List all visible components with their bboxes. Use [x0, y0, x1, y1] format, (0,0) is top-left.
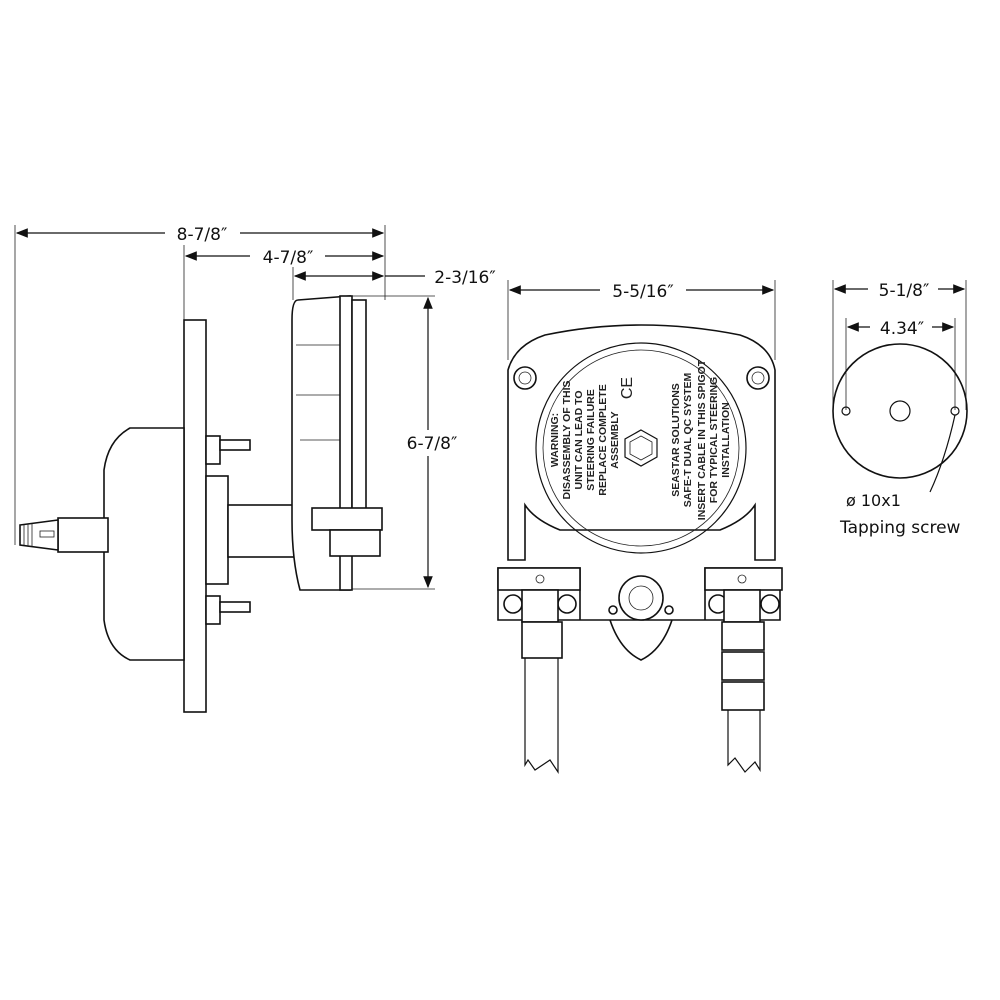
brand-line: SEASTAR SOLUTIONS — [670, 383, 682, 497]
warning-line: REPLACE COMPLETE — [597, 384, 609, 495]
screw-label: Tapping screw — [839, 518, 961, 538]
warning-line: UNIT CAN LEAD TO — [573, 391, 585, 490]
dim-cutout-holes: 4.34″ — [880, 319, 924, 339]
warning-line: STEERING FAILURE — [585, 389, 597, 491]
instruction-line: FOR TYPICAL STEERING — [708, 377, 720, 503]
warning-line: DISASSEMBLY OF THIS — [561, 380, 573, 499]
dim-panel-to-back: 4-7/8″ — [263, 248, 314, 268]
brand-label: SEASTAR SOLUTIONS SAFE-T DUAL QC SYSTEM — [670, 372, 694, 507]
warning-line: WARNING: — [549, 413, 561, 467]
cutout-view — [832, 278, 968, 493]
instruction-line: INSTALLATION — [720, 402, 732, 477]
instruction-label: INSERT CABLE IN THIS SPIGOT FOR TYPICAL … — [696, 359, 732, 520]
warning-line: ASSEMBLY — [609, 411, 621, 468]
dim-housing-depth: 2-3/16″ — [434, 268, 495, 288]
front-view — [497, 279, 783, 774]
dim-front-width: 5-5/16″ — [612, 282, 673, 302]
brand-line: SAFE-T DUAL QC SYSTEM — [682, 372, 694, 507]
ce-mark: CE — [619, 377, 636, 399]
screw-size: ø 10x1 — [846, 491, 901, 510]
dim-cutout-outer: 5-1/8″ — [879, 281, 930, 301]
side-view — [14, 222, 470, 713]
instruction-line: INSERT CABLE IN THIS SPIGOT — [696, 359, 708, 520]
dim-overall-length: 8-7/8″ — [177, 225, 228, 245]
warning-label: WARNING: DISASSEMBLY OF THIS UNIT CAN LE… — [549, 380, 621, 499]
dim-side-height: 6-7/8″ — [407, 434, 458, 454]
